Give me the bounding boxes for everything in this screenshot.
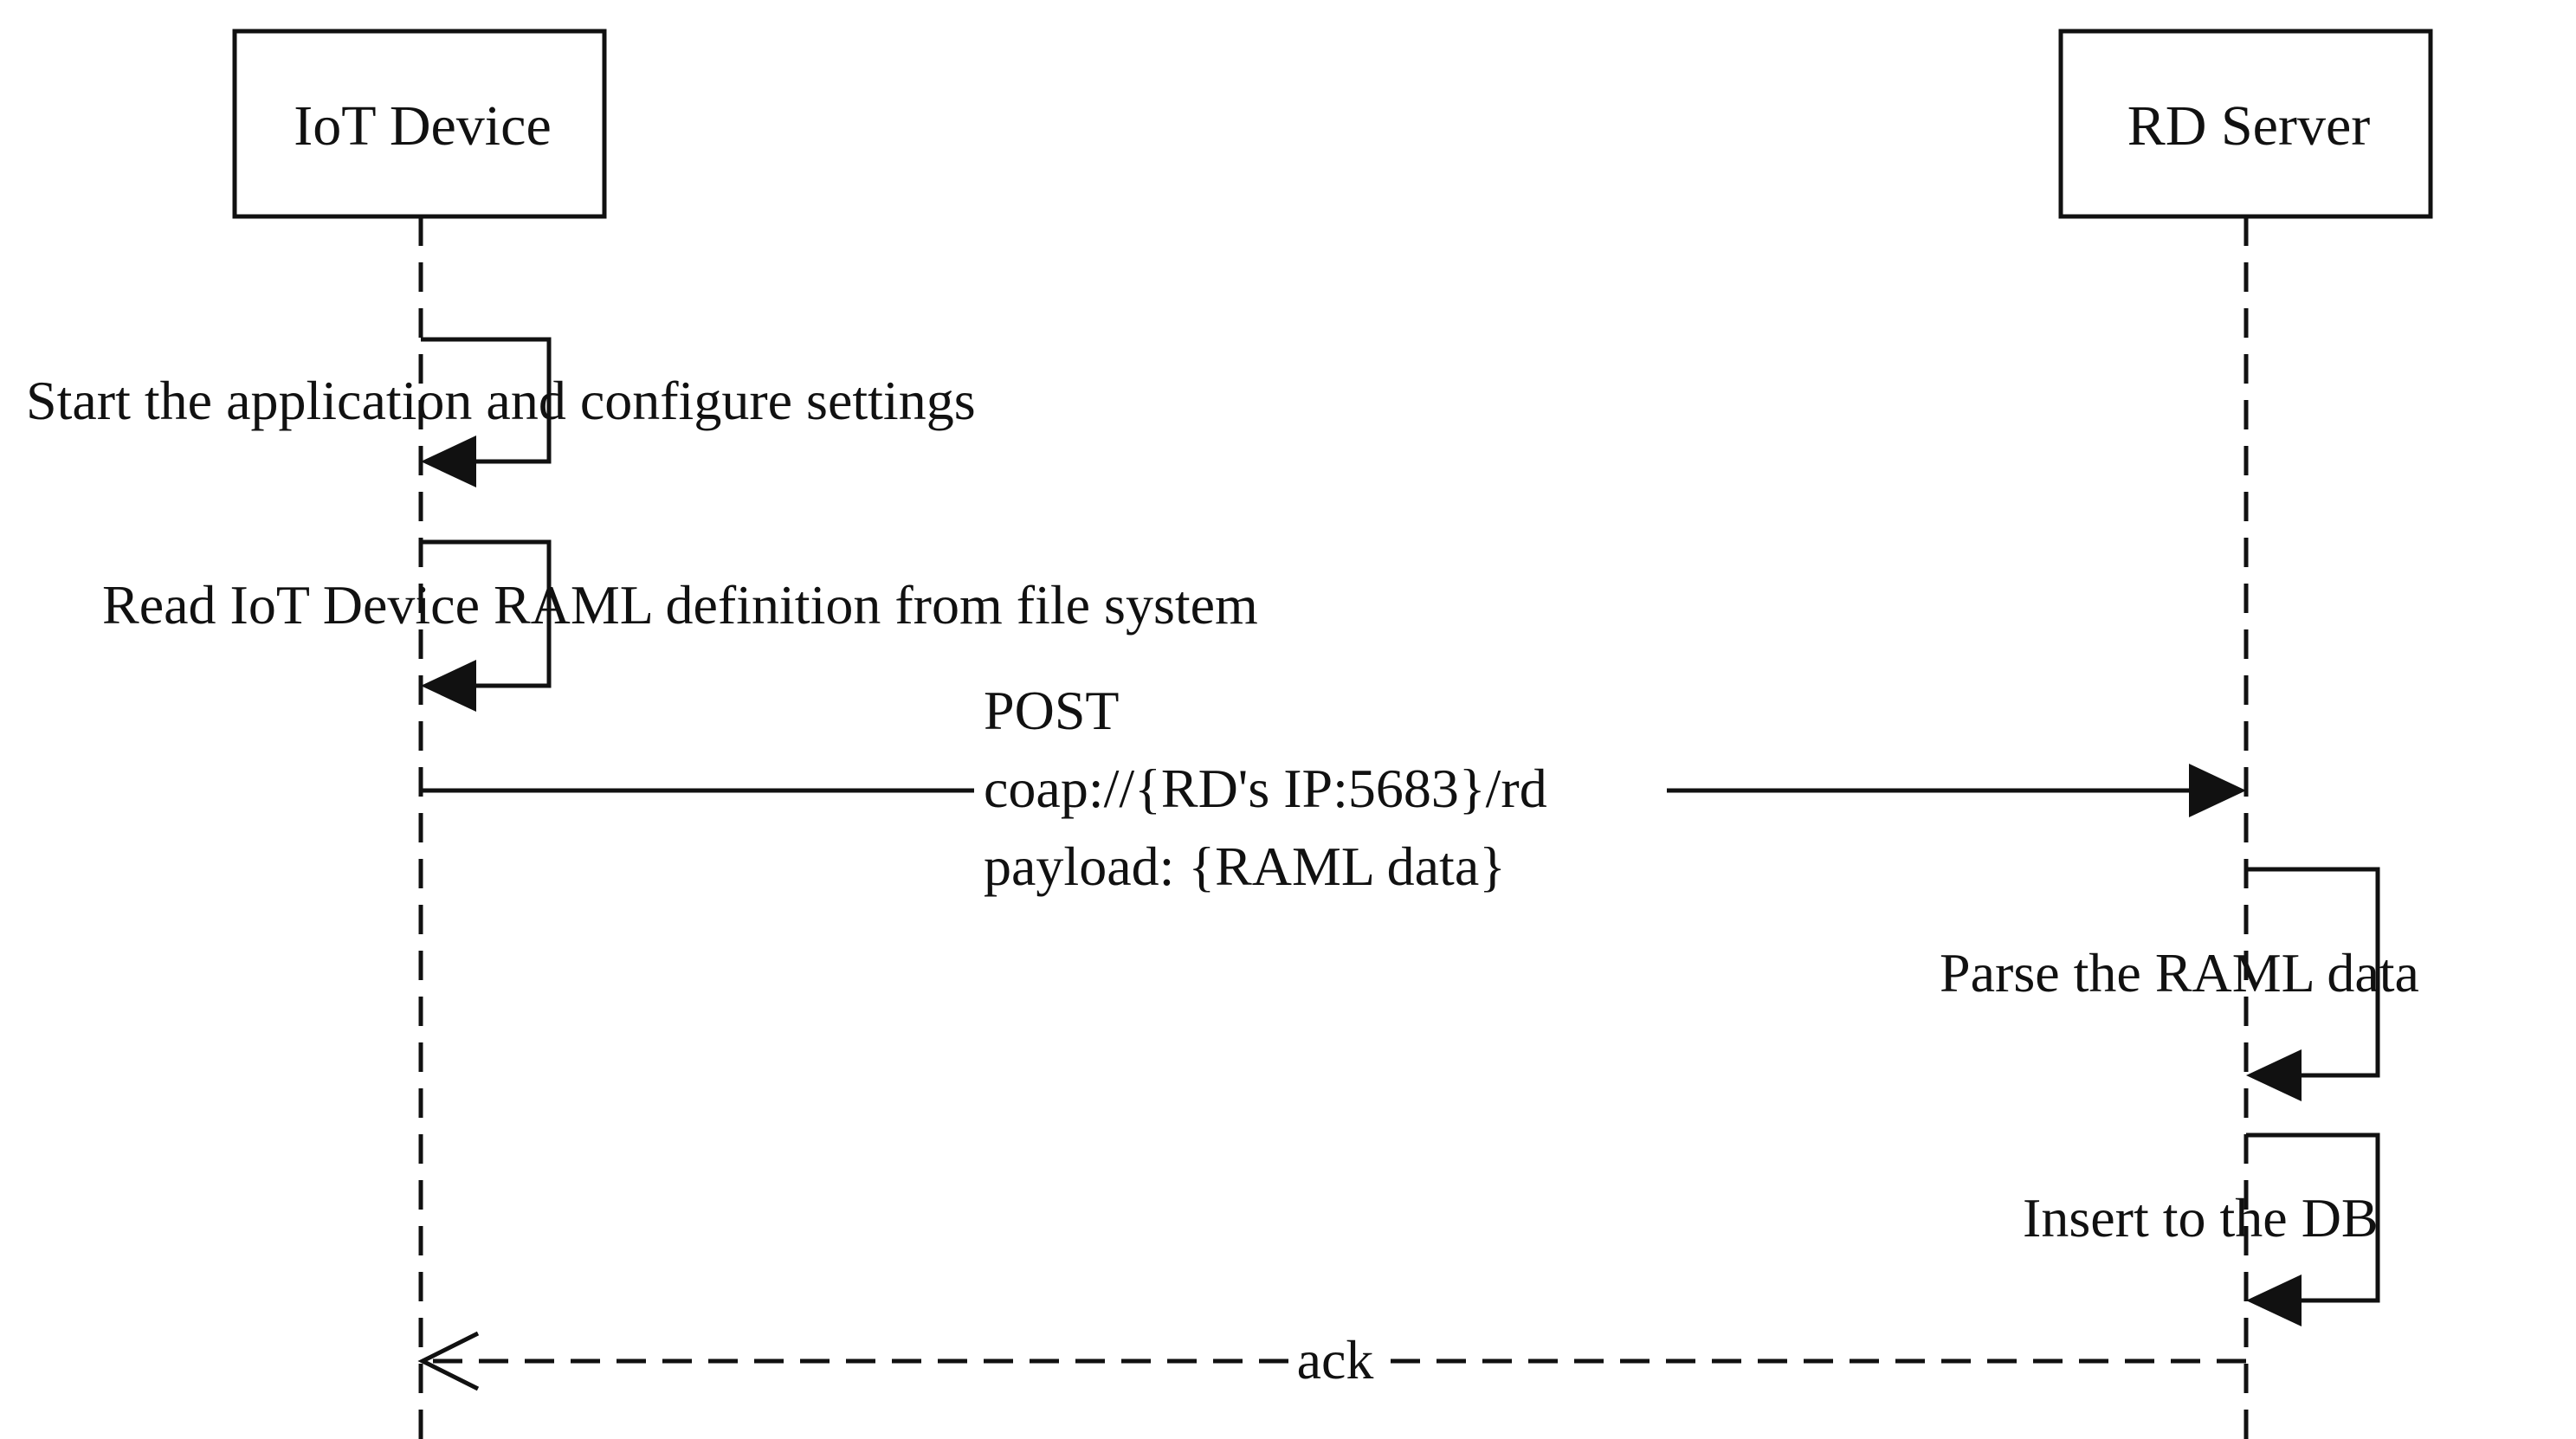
arrowhead-icon (2189, 764, 2246, 817)
post-label-payload: payload: {RAML data} (984, 836, 1506, 897)
post-label-uri: coap://{RD's IP:5683}/rd (984, 758, 1547, 819)
message-ack: ack (417, 1329, 2246, 1391)
arrowhead-icon (421, 436, 476, 487)
participant-box-rd (2058, 29, 2433, 219)
arrowhead-icon (421, 660, 476, 712)
self-message-parse: Parse the RAML data (1940, 867, 2419, 1101)
self-message-insert: Insert to the DB (2023, 1132, 2380, 1326)
ack-label: ack (1297, 1329, 1374, 1391)
self-message-start-label: Start the application and configure sett… (26, 370, 976, 431)
arrowhead-icon (2246, 1274, 2302, 1326)
self-message-insert-label: Insert to the DB (2023, 1187, 2379, 1249)
participant-label-iot: IoT Device (294, 94, 551, 158)
self-message-read-label: Read IoT Device RAML definition from fil… (102, 574, 1258, 636)
participant-rd-server: RD Server (2058, 29, 2433, 219)
message-post: POST coap://{RD's IP:5683}/rd payload: {… (421, 680, 2246, 897)
self-message-read: Read IoT Device RAML definition from fil… (102, 539, 1258, 712)
participant-label-rd: RD Server (2127, 94, 2370, 158)
arrowhead-icon (2246, 1049, 2302, 1101)
participant-box-iot (232, 29, 607, 219)
self-message-start: Start the application and configure sett… (26, 337, 976, 487)
participant-iot-device: IoT Device (232, 29, 607, 219)
post-label-method: POST (984, 680, 1120, 741)
self-message-parse-label: Parse the RAML data (1940, 942, 2419, 1003)
open-arrowhead-icon (417, 1331, 480, 1391)
